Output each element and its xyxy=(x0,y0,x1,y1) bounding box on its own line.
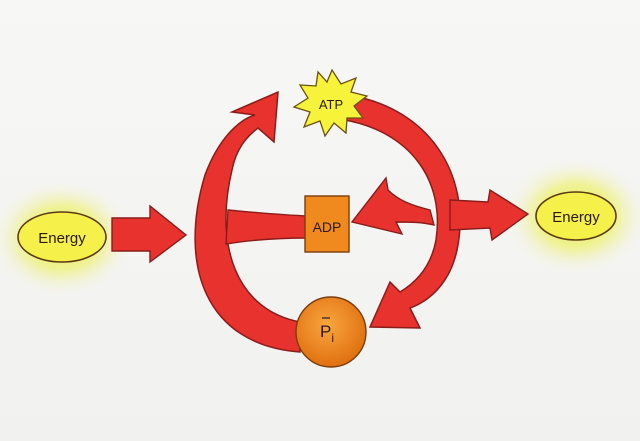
adp-arrow xyxy=(350,176,435,236)
pi-label: Pi xyxy=(320,322,334,345)
pi-label-subscript: i xyxy=(331,331,334,345)
energy-output-arrow xyxy=(449,188,530,242)
energy-input-arrow xyxy=(111,204,188,264)
cycle-right-arc xyxy=(344,94,461,329)
adp-label: ADP xyxy=(313,219,342,235)
energy-out-ellipse xyxy=(535,191,617,241)
cycle-inner-bar xyxy=(225,209,309,245)
adp-box xyxy=(304,195,350,253)
atp-starburst xyxy=(292,68,369,138)
pi-label-main: P xyxy=(320,322,331,341)
energy-in-label: Energy xyxy=(38,230,86,247)
cycle-left-arc xyxy=(194,90,301,353)
energy-out-label: Energy xyxy=(552,209,600,226)
pi-circle xyxy=(295,296,367,368)
energy-in-ellipse xyxy=(17,211,107,263)
atp-label: ATP xyxy=(319,97,343,112)
